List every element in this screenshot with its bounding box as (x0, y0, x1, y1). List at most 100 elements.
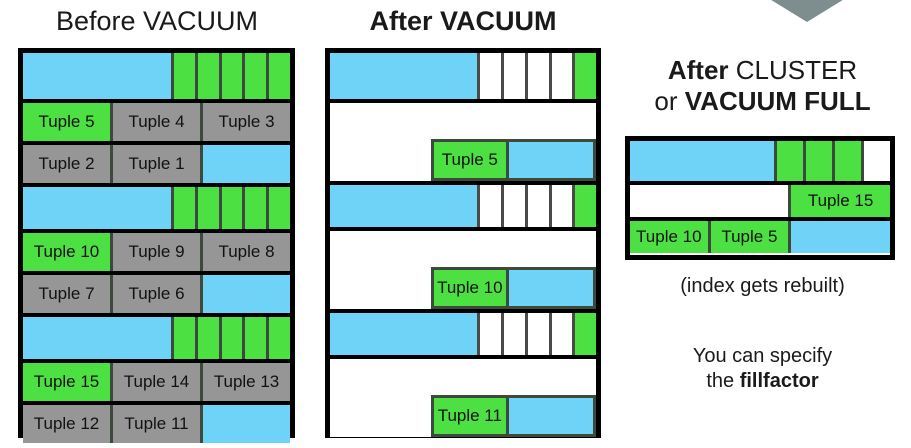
free-space-blue (508, 395, 596, 437)
tuple-cell: Tuple 10 (630, 221, 711, 253)
page-title-after-vacuum: After VACUUM (369, 6, 557, 36)
header-segment-green (269, 187, 290, 229)
free-space-blue (508, 267, 596, 309)
free-space-blue (203, 275, 290, 313)
title-cluster-line-2: or VACUUM FULL (620, 86, 905, 117)
tuple-cell: Tuple 9 (113, 233, 203, 271)
tuple-cell: Tuple 5 (431, 139, 509, 181)
title-vacuum-full: VACUUM FULL (684, 86, 871, 116)
page-title-after-cluster: After CLUSTER or VACUUM FULL (620, 55, 905, 117)
free-space-blue (508, 139, 596, 181)
tuple-cell: Tuple 11 (431, 395, 509, 437)
tuple-cell: Tuple 8 (203, 233, 290, 271)
page-header-row (23, 183, 290, 229)
tuple-cell: Tuple 5 (710, 221, 792, 253)
tuple-strip: Tuple 10 (431, 267, 596, 309)
header-segment-empty (504, 53, 528, 99)
page-header-row (23, 313, 290, 359)
note-index-rebuilt: (index gets rebuilt) (680, 275, 845, 297)
tuple-cell: Tuple 15 (23, 363, 113, 401)
free-space-blue (330, 53, 481, 99)
header-segment-green (197, 53, 222, 99)
tuple-cell: Tuple 14 (113, 363, 203, 401)
free-space-blue (203, 405, 290, 443)
header-segment-green (245, 53, 270, 99)
header-segment-green (269, 317, 290, 359)
header-segment-empty (551, 313, 576, 355)
header-segment-green (197, 187, 222, 229)
title-cluster-or: or (654, 86, 685, 116)
tuple-cell: Tuple 1 (113, 145, 203, 183)
note-fillfactor-the: the (706, 370, 740, 392)
header-segment-empty (480, 53, 505, 99)
tuple-strip: Tuple 11 (431, 395, 596, 437)
free-space-blue (330, 185, 481, 227)
tuple-cell: Tuple 13 (203, 363, 290, 401)
page-body-row: Tuple 11 (330, 355, 596, 437)
free-space-blue (203, 145, 290, 183)
header-segment-green (221, 317, 246, 359)
header-segment-green (221, 53, 246, 99)
free-space-blue (630, 141, 777, 181)
header-segment-green (575, 313, 597, 355)
tuple-cell: Tuple 11 (113, 405, 203, 443)
free-space-blue (791, 221, 890, 253)
tuple-cell: Tuple 2 (23, 145, 113, 183)
header-segment-empty (504, 185, 528, 227)
note-fillfactor-keyword: fillfactor (739, 370, 819, 392)
header-segment-empty (504, 313, 528, 355)
page-header-row (330, 309, 597, 355)
tuple-cell: Tuple 3 (203, 103, 290, 141)
tuple-cell: Tuple 15 (791, 185, 890, 217)
page-header-row (330, 53, 597, 99)
header-segment-green (776, 141, 806, 181)
free-space-blue (330, 313, 481, 355)
header-segment-green (834, 141, 864, 181)
tuple-cell: Tuple 7 (23, 275, 113, 313)
header-segment-green (575, 185, 597, 227)
header-segment-green (173, 187, 198, 229)
note-fillfactor: You can specify the fillfactor (620, 344, 905, 394)
chevron-down-icon (768, 0, 846, 22)
header-segment-empty (551, 185, 576, 227)
header-segment-empty (480, 185, 505, 227)
tuple-cell: Tuple 10 (23, 233, 113, 271)
header-segment-empty (527, 313, 552, 355)
page-header-row (23, 53, 290, 99)
page-header-row (330, 181, 597, 227)
title-cluster-after: After (667, 55, 729, 85)
header-segment-empty (480, 313, 505, 355)
tuple-strip: Tuple 5 (431, 139, 596, 181)
page-body-row: Tuple 10 (330, 227, 596, 309)
header-segment-green (173, 53, 198, 99)
note-fillfactor-line-1: You can specify (692, 345, 833, 367)
header-segment-green (221, 187, 246, 229)
tuple-row: Tuple 15 (630, 181, 890, 217)
header-segment-green (197, 317, 222, 359)
after-vacuum-table: Tuple 5 Tuple 10 Tuple 11 (325, 48, 601, 438)
header-segment-green (245, 317, 270, 359)
free-space-blue (23, 53, 174, 99)
free-space-blue (23, 187, 174, 229)
tuple-cell: Tuple 6 (113, 275, 203, 313)
header-segment-empty (527, 53, 552, 99)
header-segment-empty (551, 53, 576, 99)
title-cluster-word: CLUSTER (728, 55, 858, 85)
tuple-cell: Tuple 4 (113, 103, 203, 141)
header-segment-green (805, 141, 835, 181)
page-body-row: Tuple 5 (330, 99, 596, 181)
empty-space (630, 185, 792, 217)
header-segment-green (245, 187, 270, 229)
header-segment-green (575, 53, 597, 99)
title-cluster-line-1: After CLUSTER (620, 55, 905, 86)
header-segment-green (173, 317, 198, 359)
header-segment-empty (527, 185, 552, 227)
